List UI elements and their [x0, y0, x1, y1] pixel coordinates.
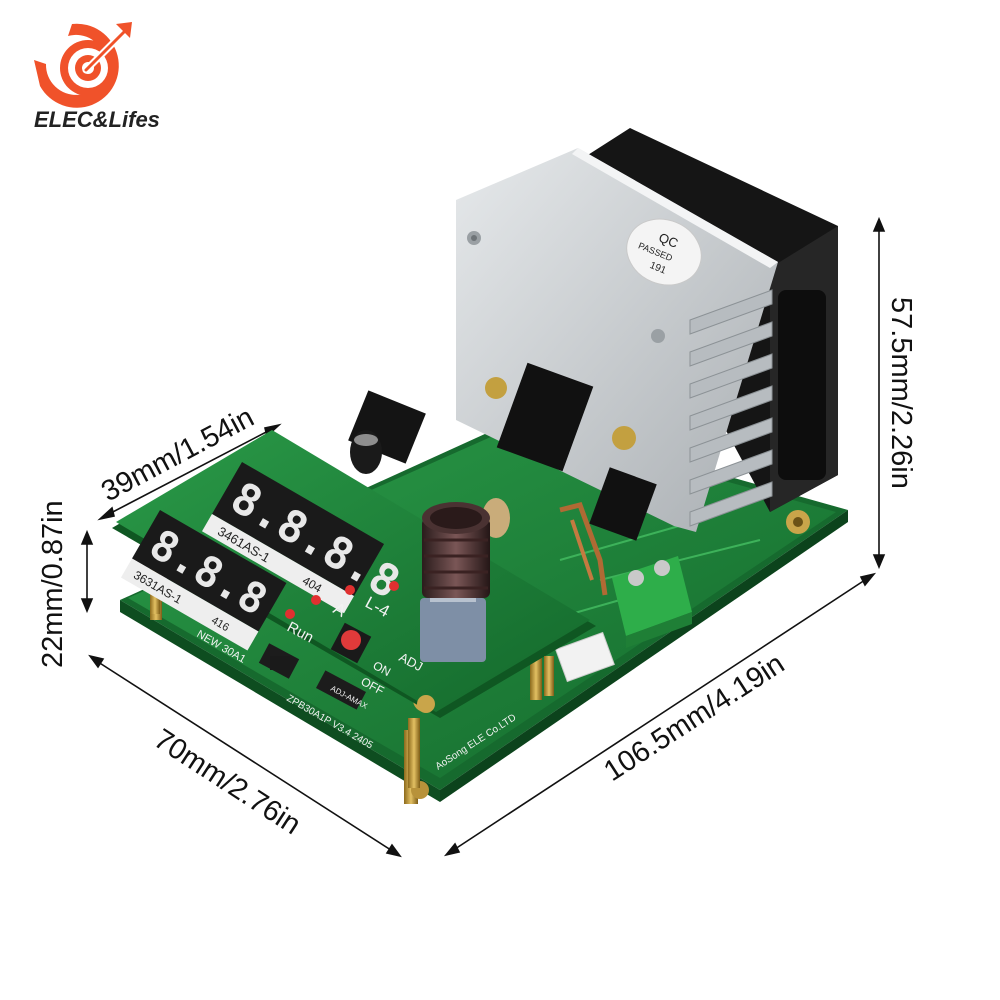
heatsink-fins — [689, 289, 773, 527]
led-mode — [345, 585, 355, 595]
heatsink-fan-assembly: QC PASSED 191 — [456, 128, 838, 541]
sticker-qc: QC — [657, 230, 681, 251]
brand-logo: ELEC&Lifes — [34, 22, 160, 132]
electronic-load-module: QC PASSED 191 — [112, 128, 848, 804]
dimension-height-small: 22mm/0.87in — [37, 500, 69, 668]
shunt-and-terminal — [348, 390, 692, 683]
led-run — [285, 609, 295, 619]
target-arrow-logo-icon — [34, 22, 132, 108]
adjust-knob — [420, 502, 490, 662]
led-a — [311, 595, 321, 605]
dimension-height-total: 57.5mm/2.26in — [885, 297, 917, 489]
run-push-button — [330, 622, 372, 664]
qc-sticker: QC PASSED 191 — [626, 218, 702, 286]
led-w — [389, 581, 399, 591]
dimension-depth: 70mm/2.76in — [148, 723, 306, 841]
brand-name: ELEC&Lifes — [34, 107, 160, 132]
